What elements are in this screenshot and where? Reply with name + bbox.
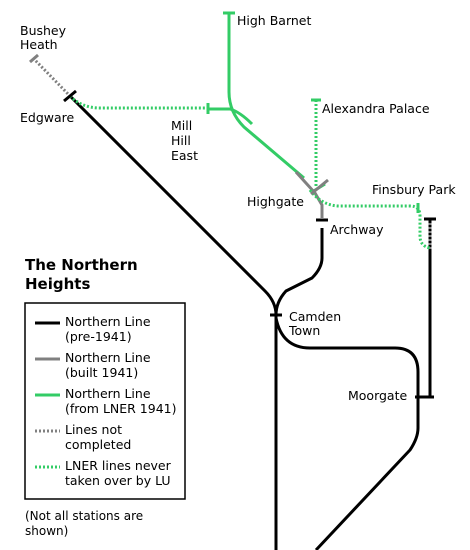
station-label-bushey-heath-1: Bushey: [20, 23, 67, 38]
station-ticks: [29, 11, 436, 399]
legend-label-lner-never-taken-over-2: taken over by LU: [65, 473, 171, 488]
station-label-archway: Archway: [330, 222, 384, 237]
legend-label-not-completed-2: completed: [65, 437, 131, 452]
highgate-tick: [310, 178, 329, 196]
highgate-archway-branch-line: [274, 228, 324, 316]
station-labels: Bushey Heath Edgware High Barnet Mill Hi…: [20, 13, 456, 403]
station-label-moorgate: Moorgate: [348, 388, 407, 403]
station-label-high-barnet: High Barnet: [237, 13, 311, 28]
footnote-line-1: (Not all stations are: [25, 509, 143, 523]
mill-hill-east-branch-line: [208, 107, 254, 126]
bushey-heath-extension-line: [31, 56, 72, 98]
legend-item-pre-1941: Northern Line(pre-1941): [35, 314, 151, 344]
footnote-line-2: shown): [25, 524, 68, 538]
grey-dotted-lines: [31, 56, 432, 250]
station-label-highgate: Highgate: [247, 194, 304, 209]
station-label-mill-hill-east-1: Mill: [171, 118, 192, 133]
legend-item-from-lner-1941: Northern Line(from LNER 1941): [35, 386, 177, 416]
map-title: The Northern Heights: [25, 256, 138, 293]
legend-label-pre-1941-1: Northern Line: [65, 314, 151, 329]
station-label-bushey-heath-2: Heath: [20, 37, 58, 52]
legend-item-built-1941: Northern Line(built 1941): [35, 350, 151, 380]
station-label-camden-town-1: Camden: [289, 309, 341, 324]
bank-branch-line: [274, 317, 420, 550]
edgware-tick: [63, 89, 77, 103]
legend-label-from-lner-1941-1: Northern Line: [65, 386, 151, 401]
legend-label-pre-1941-2: (pre-1941): [65, 329, 132, 344]
legend-label-built-1941-2: (built 1941): [65, 365, 138, 380]
legend-label-not-completed-1: Lines not: [65, 422, 122, 437]
map-title-line-1: The Northern: [25, 256, 138, 274]
station-label-edgware: Edgware: [20, 110, 75, 125]
bushey-heath-tick: [29, 53, 39, 64]
legend-label-lner-never-taken-over-1: LNER lines never: [65, 458, 172, 473]
edgware-mill-hill-lner-line: [68, 94, 208, 110]
legend: Northern Line(pre-1941)Northern Line(bui…: [24, 302, 186, 500]
green-lines: [208, 13, 326, 194]
station-label-mill-hill-east-3: East: [171, 148, 198, 163]
legend-label-built-1941-1: Northern Line: [65, 350, 151, 365]
station-label-mill-hill-east-2: Hill: [171, 133, 191, 148]
station-label-camden-town-2: Town: [288, 323, 320, 338]
high-barnet-branch-line: [227, 13, 305, 180]
footnote: (Not all stations are shown): [25, 509, 143, 538]
map-title-line-2: Heights: [25, 275, 90, 293]
legend-items: Northern Line(pre-1941)Northern Line(bui…: [35, 314, 177, 488]
station-label-finsbury-park: Finsbury Park: [372, 182, 456, 197]
station-label-alexandra-palace: Alexandra Palace: [322, 101, 430, 116]
legend-label-from-lner-1941-2: (from LNER 1941): [65, 401, 177, 416]
